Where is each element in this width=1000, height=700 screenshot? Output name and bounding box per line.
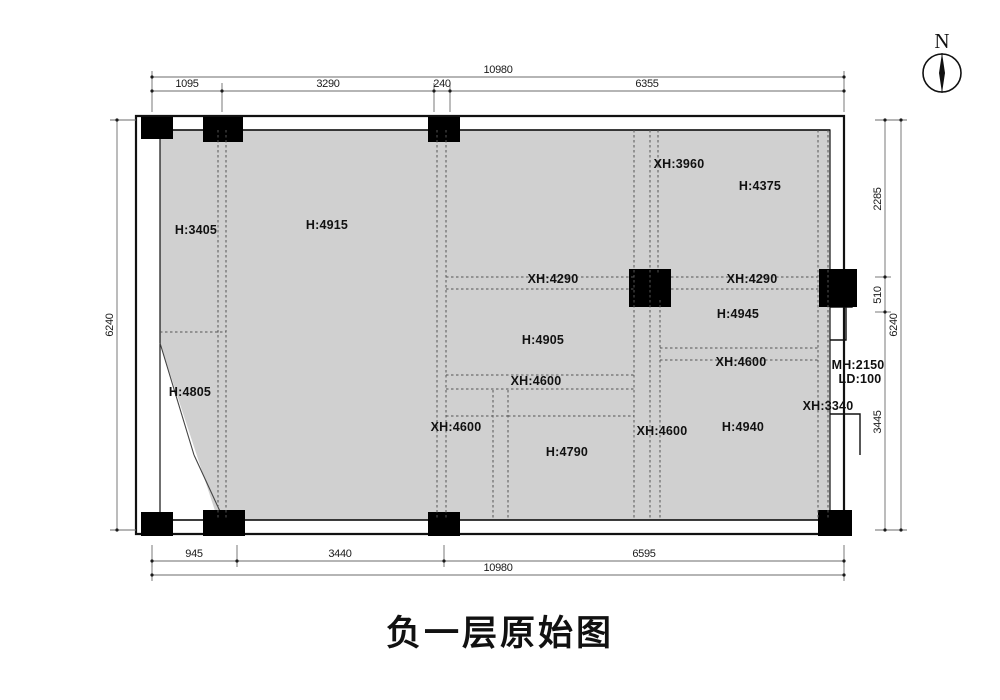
annotation-xh-4600-mid: XH:4600 [637, 424, 688, 438]
dim-bottom-overall: 10980 [483, 562, 512, 574]
dimension-right [875, 119, 907, 531]
angled-wall [159, 342, 225, 521]
dimension-left-ticks [115, 118, 119, 532]
structural-columns [141, 117, 857, 536]
annotation-h-4915: H:4915 [306, 218, 348, 232]
dim-right-seg-1: 2285 [872, 187, 884, 210]
annotation-xh-3340: XH:3340 [803, 399, 854, 413]
annotation-xh-3960: XH:3960 [654, 157, 705, 171]
annotation-xh-4290-right: XH:4290 [727, 272, 778, 286]
dim-top-seg-4: 6355 [635, 78, 658, 90]
dim-bottom-seg-3: 6595 [632, 548, 655, 560]
annotation-xh-4600-upper-right: XH:4600 [716, 355, 767, 369]
dim-right-seg-3: 3445 [872, 410, 884, 433]
dim-top-seg-3: 240 [433, 78, 451, 90]
dimension-top-ticks [150, 75, 846, 93]
dim-left-overall: 6240 [104, 313, 116, 336]
dimension-right-ticks [883, 118, 903, 532]
column-top-left [141, 117, 173, 139]
dim-top-seg-2: 3290 [316, 78, 339, 90]
dim-bottom-seg-2: 3440 [328, 548, 351, 560]
annotation-h-4805: H:4805 [169, 385, 211, 399]
dim-right-overall: 6240 [888, 313, 900, 336]
annotation-h-4375: H:4375 [739, 179, 781, 193]
annotation-h-4945: H:4945 [717, 307, 759, 321]
dimension-top [151, 71, 845, 112]
column-bottom-3 [428, 512, 460, 536]
dim-top-seg-1: 1095 [175, 78, 198, 90]
column-bottom-right [818, 510, 852, 536]
dim-top-overall: 10980 [483, 64, 512, 76]
beam-grid [160, 130, 829, 520]
annotation-xh-4290-left: XH:4290 [528, 272, 579, 286]
annotation-h-4790: H:4790 [546, 445, 588, 459]
dim-bottom-seg-1: 945 [185, 548, 203, 560]
column-top-3 [428, 117, 460, 142]
column-bottom-2 [203, 510, 245, 536]
compass-north-label: N [934, 29, 949, 53]
annotation-ld-100: LD:100 [839, 372, 882, 386]
annotation-h-3405: H:3405 [175, 223, 217, 237]
page-title: 负一层原始图 [385, 614, 614, 654]
annotation-xh-4600-left: XH:4600 [431, 420, 482, 434]
column-top-2 [203, 117, 243, 142]
annotation-mh-2150: MH:2150 [832, 358, 885, 372]
annotation-xh-4600-center: XH:4600 [511, 374, 562, 388]
annotation-h-4940: H:4940 [722, 420, 764, 434]
dimension-left [110, 119, 136, 531]
annotation-h-4905: H:4905 [522, 333, 564, 347]
column-right-edge [819, 269, 857, 307]
floor-slab [160, 130, 830, 520]
dim-right-seg-2: 510 [872, 286, 884, 304]
column-bottom-left [141, 512, 173, 536]
north-arrow: N [922, 29, 962, 93]
dimension-bottom-ticks [150, 559, 846, 577]
drawing-title-block: 负一层原始图 [0, 605, 1000, 656]
dimension-bottom [151, 545, 845, 581]
